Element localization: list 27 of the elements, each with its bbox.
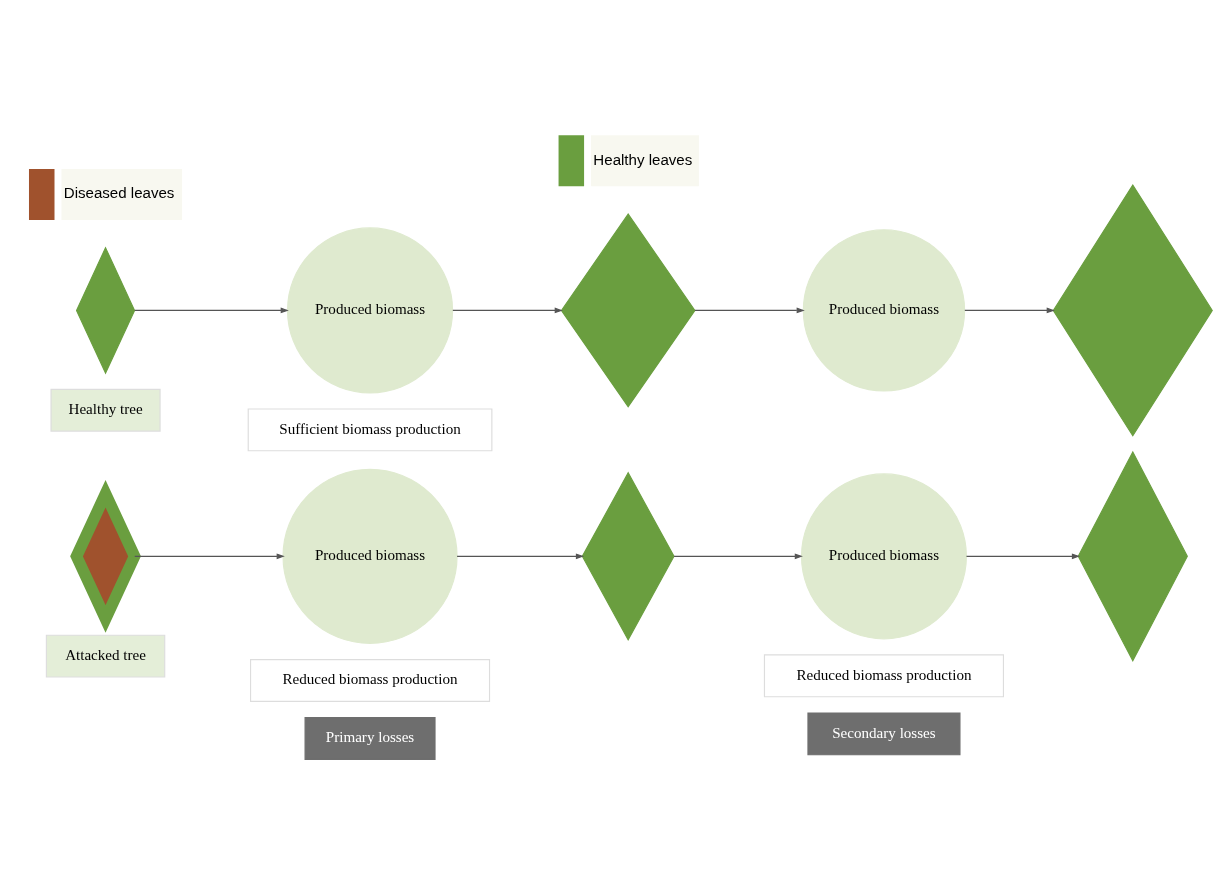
arrow — [965, 553, 1080, 559]
node-circle: Produced biomass — [282, 468, 458, 644]
node-diamond — [1077, 450, 1188, 662]
node-diamond — [1052, 183, 1213, 437]
legend-label: Healthy leaves — [593, 150, 693, 168]
node-circle: Produced biomass — [802, 228, 966, 392]
node-diamond — [75, 245, 136, 374]
label: Secondary losses — [832, 724, 936, 741]
arrow — [456, 553, 584, 559]
arrow — [134, 307, 289, 313]
node-diamond — [581, 471, 675, 641]
arrow — [452, 307, 563, 313]
label: Primary losses — [325, 728, 415, 745]
arrow — [673, 553, 803, 559]
arrow — [694, 307, 805, 313]
node-circle: Produced biomass — [286, 226, 454, 393]
node-label: Reduced biomass production — [796, 666, 972, 683]
legend-label: Diseased leaves — [63, 183, 175, 201]
node-diamond — [560, 212, 696, 408]
node-circle: Produced biomass — [800, 472, 967, 639]
node-label: Healthy tree — [68, 400, 143, 417]
node-label: Sufficient biomass production — [279, 420, 461, 437]
node-label: Attacked tree — [65, 646, 146, 663]
node-label: Reduced biomass production — [282, 670, 458, 687]
arrow — [134, 553, 285, 559]
arrow — [964, 307, 1055, 313]
node-diamond — [70, 479, 141, 633]
